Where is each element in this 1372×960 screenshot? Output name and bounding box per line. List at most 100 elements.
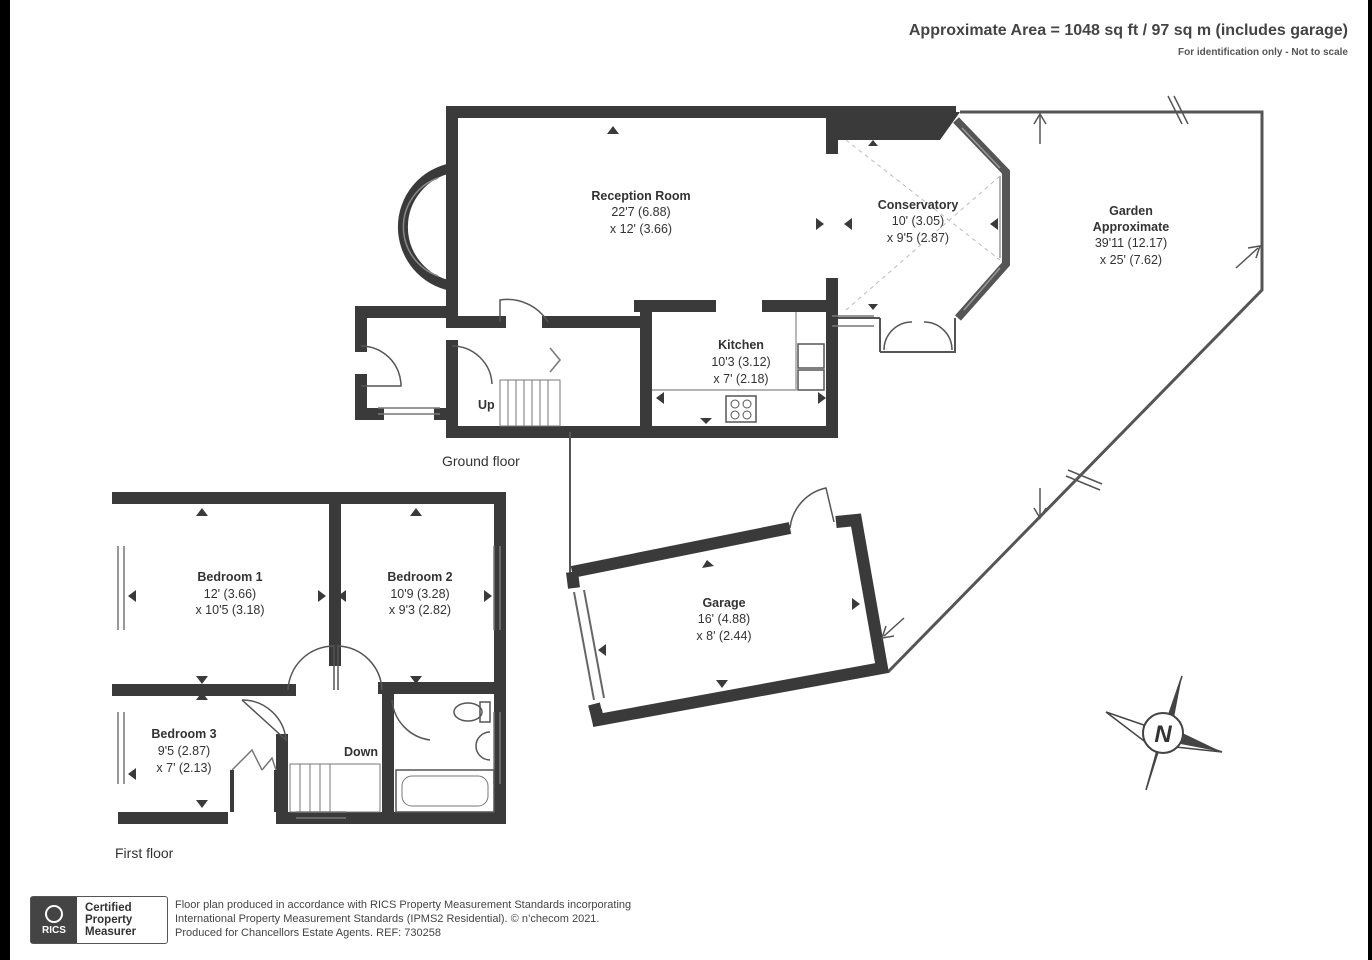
kitchen-dim2: x 7' (2.18)	[713, 372, 768, 386]
garden-arrow-south-icon	[1033, 488, 1047, 520]
garage-dim1: 16' (4.88)	[698, 612, 750, 626]
arrow-icon	[410, 676, 422, 684]
arrow-icon	[196, 800, 208, 808]
hob-ring	[730, 399, 740, 409]
room-arrows	[128, 126, 998, 808]
hob-ring	[742, 410, 752, 420]
arrow-icon	[818, 392, 826, 404]
certified-measurer-text: Certified Property Measurer	[85, 902, 136, 938]
garden-arrows	[880, 112, 1262, 639]
arrow-icon	[990, 218, 998, 230]
garden-dim2: x 25' (7.62)	[1100, 253, 1162, 267]
compass-letter: N	[1154, 721, 1172, 748]
footer-line-1: Floor plan produced in accordance with R…	[175, 899, 632, 911]
conservatory-name: Conservatory	[878, 198, 959, 212]
porch-north-wall	[355, 306, 458, 352]
porch-door-swing	[360, 345, 402, 387]
reception-room-name: Reception Room	[591, 189, 690, 203]
footer-line-2: International Property Measurement Stand…	[175, 913, 600, 925]
bedroom2-name: Bedroom 2	[387, 570, 452, 584]
bedroom2-dim1: 10'9 (3.28)	[390, 587, 449, 601]
bedroom3-name: Bedroom 3	[151, 727, 216, 741]
arrow-icon	[868, 140, 878, 146]
conservatory-dim2: x 9'5 (2.87)	[887, 231, 949, 245]
toilet-cistern	[479, 701, 491, 723]
conservatory-doors	[838, 317, 956, 353]
porch-window	[378, 407, 440, 415]
arrow-icon	[338, 590, 346, 602]
rics-text: RICS	[42, 925, 66, 936]
not-to-scale-note: For identification only - Not to scale	[1177, 47, 1348, 58]
arrow-icon	[656, 392, 664, 404]
arrow-icon	[196, 508, 208, 516]
inner-door-swing	[451, 345, 493, 385]
french-door-swing	[883, 321, 953, 351]
arrow-icon	[128, 590, 136, 602]
left-border	[0, 0, 10, 960]
garage-name: Garage	[702, 596, 745, 610]
reception-room-dim1: 22'7 (6.88)	[611, 205, 670, 219]
bath-tub	[401, 775, 489, 807]
bedroom1-dim1: 12' (3.66)	[204, 587, 256, 601]
garden-arrow-north-icon	[1033, 112, 1047, 144]
kitchen-drainer	[797, 369, 825, 391]
badge-line-2: Property	[85, 914, 133, 926]
ground-staircase	[499, 379, 561, 427]
arrow-icon	[128, 768, 136, 780]
rics-certified-badge: RICS Certified Property Measurer	[30, 896, 168, 944]
arrow-icon	[844, 218, 852, 230]
porch-south-wall-left	[355, 374, 384, 420]
bath	[395, 769, 495, 813]
bedroom1-window	[117, 546, 125, 630]
rics-logo: RICS	[31, 897, 77, 943]
hob-ring	[730, 410, 740, 420]
compass-rose: N	[1105, 675, 1223, 791]
toilet	[453, 702, 483, 722]
footer-disclaimer: Floor plan produced in accordance with R…	[175, 898, 631, 940]
kitchen-west-wall	[634, 300, 652, 438]
garden-arrow-west-icon	[880, 617, 905, 639]
garden-break-mark-side	[1065, 469, 1103, 491]
reception-north-wall	[446, 106, 956, 306]
compass-circle	[1142, 712, 1184, 754]
conservatory-glazing	[961, 127, 1001, 311]
arrow-icon	[598, 644, 606, 656]
wardrobe-doors	[231, 748, 277, 771]
bedroom3-dim1: 9'5 (2.87)	[158, 744, 210, 758]
arrow-icon	[196, 692, 208, 700]
first-floor-outer-walls	[112, 492, 506, 824]
arrow-icon	[607, 126, 619, 134]
first-floor-label: First floor	[115, 845, 174, 861]
garage-end-piers	[566, 571, 604, 722]
arrow-icon	[484, 590, 492, 602]
arrow-icon	[196, 676, 208, 684]
garage-side-door	[789, 487, 835, 529]
stairs-down-label: Down	[344, 745, 378, 759]
conservatory-roof-lines	[845, 139, 1001, 311]
bedroom1-name: Bedroom 1	[197, 570, 262, 584]
reception-room-dim2: x 12' (3.66)	[610, 222, 672, 236]
arrow-icon	[716, 680, 728, 688]
arrow-icon	[700, 418, 712, 424]
hall-door-swing	[499, 298, 549, 323]
cupboard-door	[549, 347, 561, 373]
bedroom2-dim2: x 9'3 (2.82)	[389, 603, 451, 617]
bedroom2-window	[493, 546, 501, 630]
garden-dim1: 39'11 (12.17)	[1095, 236, 1167, 250]
kitchen-dim1: 10'3 (3.12)	[711, 355, 770, 369]
garden-break-mark-top	[1167, 95, 1189, 125]
reception-south-wall-left	[446, 294, 506, 328]
bedroom1-dim2: x 10'5 (3.18)	[195, 603, 264, 617]
kitchen-hob	[725, 395, 757, 423]
footer-line-3: Produced for Chancellors Estate Agents. …	[175, 927, 441, 939]
badge-line-3: Measurer	[85, 926, 137, 938]
arrow-icon	[852, 598, 860, 610]
garden-arrow-east-icon	[1235, 245, 1262, 269]
wardrobe-walls	[230, 770, 278, 812]
garden-approximate: Approximate	[1093, 220, 1169, 234]
reception-corner-wall	[832, 112, 960, 140]
bedroom3-dim2: x 7' (2.13)	[156, 761, 211, 775]
badge-line-1: Certified	[85, 902, 132, 914]
right-border	[1368, 0, 1372, 960]
